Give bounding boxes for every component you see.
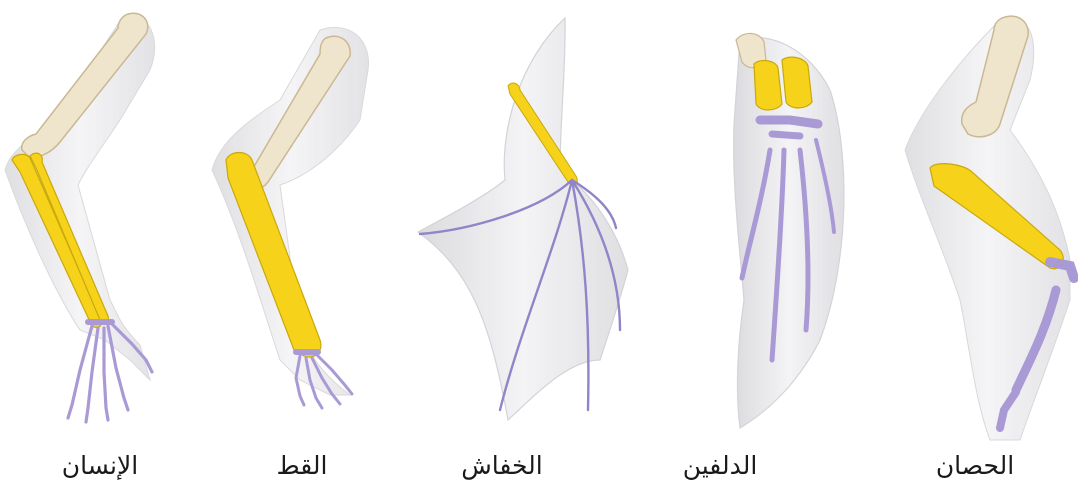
dolphin-radius bbox=[754, 61, 782, 110]
bat-wing bbox=[418, 18, 628, 420]
human-arm-outline bbox=[5, 17, 155, 380]
label-dolphin: الدلفين bbox=[620, 448, 820, 484]
label-cat: القط bbox=[202, 448, 402, 484]
human-arm bbox=[5, 13, 155, 422]
label-horse: الحصان bbox=[875, 448, 1075, 484]
horse-leg bbox=[905, 16, 1074, 440]
label-bat: الخفاش bbox=[402, 448, 602, 484]
cat-leg bbox=[212, 27, 368, 408]
dolphin-ulna bbox=[782, 57, 812, 108]
bat-wing-membrane bbox=[418, 18, 628, 420]
dolphin-flipper bbox=[734, 33, 844, 428]
human-hand-bones bbox=[68, 322, 152, 422]
label-human: الإنسان bbox=[0, 448, 200, 484]
